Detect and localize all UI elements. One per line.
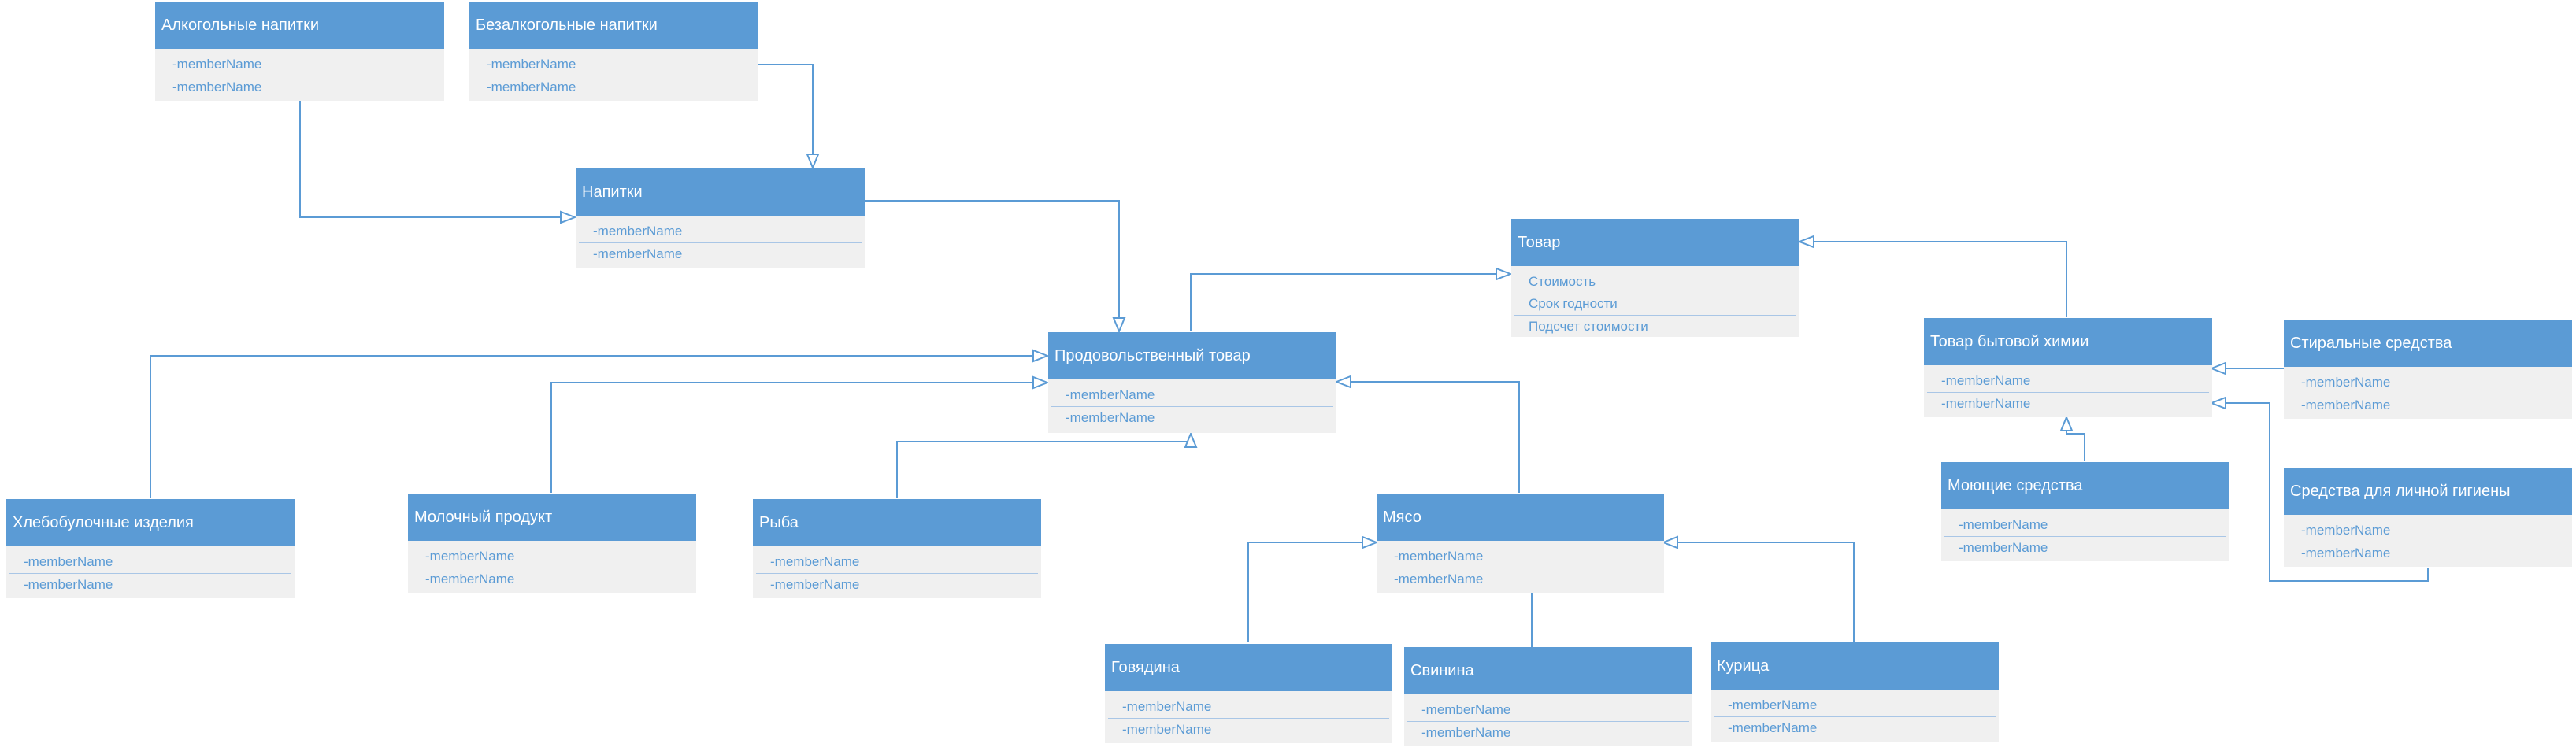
class-member: -memberName (1122, 722, 1212, 737)
class-member: -memberName (1728, 720, 1818, 735)
class-member: -memberName (1051, 384, 1333, 407)
connector-drinks-to-food (864, 200, 1120, 331)
class-member: -memberName (593, 246, 683, 261)
class-member: -memberName (487, 80, 576, 94)
class-chicken[interactable]: Курица -memberName -memberName (1711, 642, 1999, 742)
arrowhead-product-right (1797, 235, 1814, 249)
class-member: -memberName (1380, 546, 1661, 568)
class-operation: Подсчет стоимости (1529, 319, 1648, 334)
arrowhead-household-right-1 (2209, 361, 2226, 376)
class-alcoholic[interactable]: Алкогольные напитки -memberName -memberN… (155, 2, 444, 101)
class-member: -memberName (1927, 370, 2209, 393)
class-title: Алкогольные напитки (155, 2, 444, 49)
arrowhead-food-top (1112, 317, 1126, 334)
connector-fish-to-food (896, 434, 1192, 498)
class-attribute: Срок годности (1514, 293, 1796, 316)
arrowhead-meat-right (1661, 535, 1678, 549)
class-title: Моющие средства (1941, 462, 2229, 509)
connector-chicken-to-meat (1663, 542, 1855, 642)
class-household[interactable]: Товар бытовой химии -memberName -memberN… (1924, 318, 2212, 417)
class-member: -memberName (158, 54, 441, 76)
arrowhead-drinks (560, 210, 577, 224)
class-title: Хлебобулочные изделия (6, 499, 295, 546)
arrowhead-food-right (1334, 375, 1351, 389)
arrowhead-household-bottom (2059, 415, 2074, 431)
class-beef[interactable]: Говядина -memberName -memberName (1105, 644, 1392, 743)
class-member: -memberName (579, 220, 862, 243)
class-title: Продовольственный товар (1048, 332, 1336, 379)
class-member: -memberName (770, 577, 860, 592)
class-member: -memberName (1421, 725, 1511, 740)
class-title: Курица (1711, 642, 1999, 690)
arrowhead-product-left (1496, 267, 1513, 281)
class-hygiene[interactable]: Средства для личной гигиены -memberName … (2284, 468, 2572, 567)
connector-hygiene-to-household (2211, 402, 2429, 582)
class-pork[interactable]: Свинина -memberName -memberName (1404, 647, 1692, 746)
class-nonalcoholic[interactable]: Безалкогольные напитки -memberName -memb… (469, 2, 758, 101)
class-washing[interactable]: Стиральные средства -memberName -memberN… (2284, 320, 2572, 419)
class-member: -memberName (411, 546, 693, 568)
class-title: Товар (1511, 219, 1799, 266)
class-member: -memberName (2301, 398, 2391, 412)
connector-household-to-product (1799, 241, 2067, 317)
class-member: -memberName (1394, 572, 1484, 586)
class-bakery[interactable]: Хлебобулочные изделия -memberName -membe… (6, 499, 295, 598)
class-detergent[interactable]: Моющие средства -memberName -memberName (1941, 462, 2229, 561)
class-title: Безалкогольные напитки (469, 2, 758, 49)
connector-nonalcoholic-to-drinks (754, 64, 814, 168)
class-drinks[interactable]: Напитки -memberName -memberName (576, 168, 865, 268)
class-member: -memberName (1407, 699, 1689, 722)
connector-alcoholic-to-drinks (299, 101, 575, 218)
class-member: -memberName (1944, 514, 2226, 537)
class-meat[interactable]: Мясо -memberName -memberName (1377, 494, 1664, 593)
class-title: Товар бытовой химии (1924, 318, 2212, 365)
class-dairy[interactable]: Молочный продукт -memberName -memberName (408, 494, 696, 593)
arrowhead-meat-left (1362, 535, 1379, 549)
arrowhead-food-bottom (1184, 431, 1198, 448)
class-member: -memberName (1714, 694, 1996, 717)
class-member: -memberName (1108, 696, 1389, 719)
class-member: -memberName (9, 551, 291, 574)
class-member: -memberName (473, 54, 755, 76)
class-member: -memberName (2287, 372, 2569, 394)
arrowhead-food-left-1 (1032, 349, 1050, 363)
class-member: -memberName (425, 572, 515, 586)
class-product[interactable]: Товар Стоимость Срок годности Подсчет ст… (1511, 219, 1799, 337)
class-title: Говядина (1105, 644, 1392, 691)
connector-meat-to-food (1336, 381, 1520, 493)
class-title: Стиральные средства (2284, 320, 2572, 367)
class-title: Рыба (753, 499, 1041, 546)
class-title: Напитки (576, 168, 865, 216)
class-member: -memberName (1941, 396, 2031, 411)
class-title: Молочный продукт (408, 494, 696, 541)
class-title: Мясо (1377, 494, 1664, 541)
class-title: Свинина (1404, 647, 1692, 694)
connector-beef-to-meat (1247, 542, 1377, 642)
connector-bakery-to-food (150, 355, 1047, 498)
class-member: -memberName (172, 80, 262, 94)
class-member: -memberName (756, 551, 1038, 574)
connector-dairy-to-food (550, 382, 1047, 493)
class-member: -memberName (2301, 546, 2391, 560)
arrowhead-food-left-2 (1032, 376, 1050, 390)
class-member: -memberName (24, 577, 113, 592)
class-member: -memberName (1066, 410, 1155, 425)
class-attribute: Стоимость (1529, 274, 1596, 289)
class-title: Средства для личной гигиены (2284, 468, 2572, 515)
arrowhead-drinks-top (806, 154, 820, 170)
class-member: -memberName (1959, 540, 2048, 555)
arrowhead-household-right-2 (2209, 396, 2226, 410)
class-food[interactable]: Продовольственный товар -memberName -mem… (1048, 332, 1336, 433)
connector-food-to-product (1190, 273, 1510, 331)
class-member: -memberName (2287, 520, 2569, 542)
class-fish[interactable]: Рыба -memberName -memberName (753, 499, 1041, 598)
